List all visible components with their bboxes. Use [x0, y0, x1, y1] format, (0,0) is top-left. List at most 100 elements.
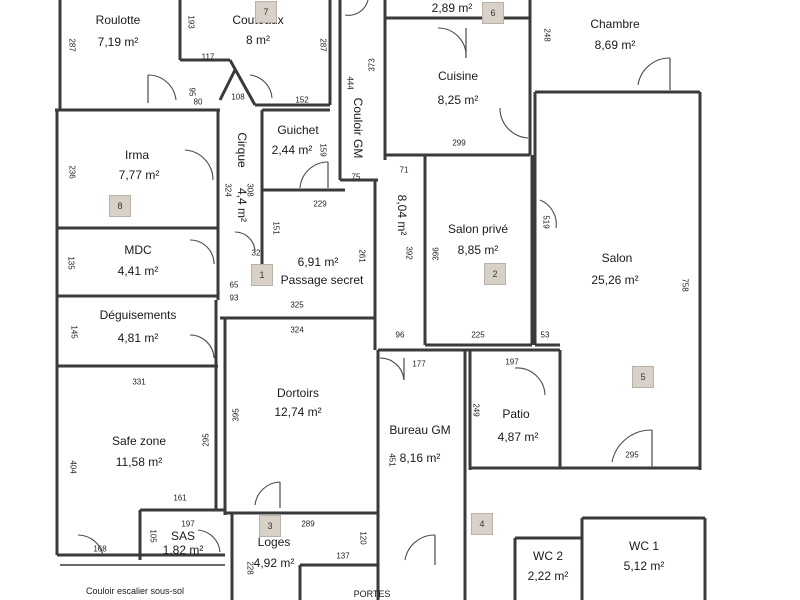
dimension-label: 93: [229, 293, 239, 303]
dimension-label: 287: [67, 38, 77, 52]
dimension-label: 65: [229, 280, 239, 290]
dimension-label: 75: [351, 172, 361, 182]
room-bureau-gm-area: 8,16 m²: [399, 451, 441, 465]
dimension-label: 287: [318, 38, 328, 52]
dimension-label: 152: [295, 95, 309, 105]
room-tag-5: 5: [632, 366, 654, 388]
dimension-label: 197: [181, 519, 195, 529]
doors: [77, 0, 671, 565]
room-couloir-gm-name: Couloir GM: [351, 97, 365, 159]
room-portes-name: PORTES: [353, 589, 391, 599]
dimension-label: 193: [186, 15, 196, 29]
dimension-label: 331: [132, 377, 146, 387]
room-tag-4: 4: [471, 513, 493, 535]
dimension-label: 161: [173, 493, 187, 503]
room-passage-area: 6,91 m²: [297, 255, 339, 269]
dimension-label: 395: [231, 408, 241, 422]
dimension-label: 177: [412, 359, 426, 369]
room-bureau-gm-name: Bureau GM: [389, 423, 451, 437]
room-tag-6: 6: [482, 2, 504, 24]
dimension-label: 168: [93, 544, 107, 554]
room-cirque-name: Cirque: [235, 132, 249, 168]
room-couloir-escalier-name: Couloir escalier sous-sol: [85, 586, 185, 596]
room-6-area: 2,89 m²: [431, 1, 473, 15]
room-roulotte-name: Roulotte: [95, 13, 141, 27]
dimension-label: 95: [187, 87, 197, 97]
room-guichet-name: Guichet: [277, 123, 319, 137]
dimension-label: 325: [290, 300, 304, 310]
dimension-label: 299: [452, 138, 466, 148]
room-salon-prive-area: 8,85 m²: [457, 243, 499, 257]
room-patio-name: Patio: [502, 407, 530, 421]
dimension-label: 289: [301, 519, 315, 529]
room-passage-name: Passage secret: [280, 273, 364, 287]
dimension-label: 197: [505, 357, 519, 367]
room-tag-1: 1: [251, 264, 273, 286]
dimension-label: 151: [271, 221, 281, 235]
dimension-label: 96: [395, 330, 405, 340]
dimension-label: 105: [148, 529, 158, 543]
room-tag-3: 3: [259, 515, 281, 537]
room-tag-8: 8: [109, 195, 131, 217]
dimension-label: 236: [67, 165, 77, 179]
room-salon-name: Salon: [601, 251, 633, 265]
room-safe-zone-name: Safe zone: [111, 434, 167, 448]
room-mdc-area: 4,41 m²: [117, 264, 159, 278]
dimension-label: 225: [471, 330, 485, 340]
room-cuisine-name: Cuisine: [437, 69, 479, 83]
room-chambre-name: Chambre: [590, 17, 640, 31]
room-loges-name: Loges: [257, 535, 291, 549]
dimension-label: 32: [251, 248, 261, 258]
dimension-label: 135: [66, 256, 76, 270]
dimension-label: 120: [358, 531, 368, 545]
room-irma-area: 7,77 m²: [118, 168, 160, 182]
dimension-label: 80: [193, 97, 203, 107]
dimension-label: 248: [542, 28, 552, 42]
dimension-label: 396: [431, 247, 441, 261]
room-patio-area: 4,87 m²: [497, 430, 539, 444]
dimension-label: 228: [245, 561, 255, 575]
room-guichet-area: 2,44 m²: [271, 143, 313, 157]
dimension-label: 295: [201, 433, 211, 447]
dimension-label: 249: [471, 403, 481, 417]
dimension-label: 519: [541, 215, 551, 229]
room-roulotte-area: 7,19 m²: [97, 35, 139, 49]
dimension-label: 324: [290, 325, 304, 335]
room-salon-area: 25,26 m²: [591, 273, 639, 287]
dimension-label: 373: [367, 58, 377, 72]
room-tag-7: 7: [255, 1, 277, 23]
dimension-label: 308: [245, 183, 255, 197]
dimension-label: 159: [318, 143, 328, 157]
room-salon-prive-name: Salon privé: [447, 222, 509, 236]
room-dortoirs-area: 12,74 m²: [274, 405, 322, 419]
dimension-label: 324: [223, 183, 233, 197]
dimension-label: 392: [404, 246, 414, 260]
dimension-label: 145: [69, 325, 79, 339]
room-safe-zone-area: 11,58 m²: [115, 455, 163, 469]
room-wc1-area: 5,12 m²: [623, 559, 665, 573]
room-chambre-area: 8,69 m²: [594, 38, 636, 52]
room-tag-2: 2: [484, 263, 506, 285]
dimension-label: 758: [680, 278, 690, 292]
room-loges-area: 4,92 m²: [253, 556, 295, 570]
room-couteaux-area: 8 m²: [246, 33, 270, 47]
room-dortoirs-name: Dortoirs: [276, 386, 320, 400]
dimension-label: 444: [345, 76, 355, 90]
room-wc1-name: WC 1: [629, 539, 659, 553]
dimension-label: 53: [540, 330, 550, 340]
room-sas-name: SAS: [170, 529, 196, 543]
dimension-label: 261: [357, 249, 367, 263]
dimension-label: 229: [313, 199, 327, 209]
room-deguisements-name: Déguisements: [99, 308, 177, 322]
walls: [55, 0, 707, 600]
dimension-label: 71: [399, 165, 409, 175]
room-cuisine-area: 8,25 m²: [437, 93, 479, 107]
dimension-label: 117: [201, 52, 215, 62]
dimension-label: 451: [387, 453, 397, 467]
dimension-label: 108: [231, 92, 245, 102]
dimension-label: 404: [68, 460, 78, 474]
room-couloir-gm-area: 8,04 m²: [395, 194, 409, 236]
room-deguisements-area: 4,81 m²: [117, 331, 159, 345]
room-wc2-name: WC 2: [533, 549, 563, 563]
